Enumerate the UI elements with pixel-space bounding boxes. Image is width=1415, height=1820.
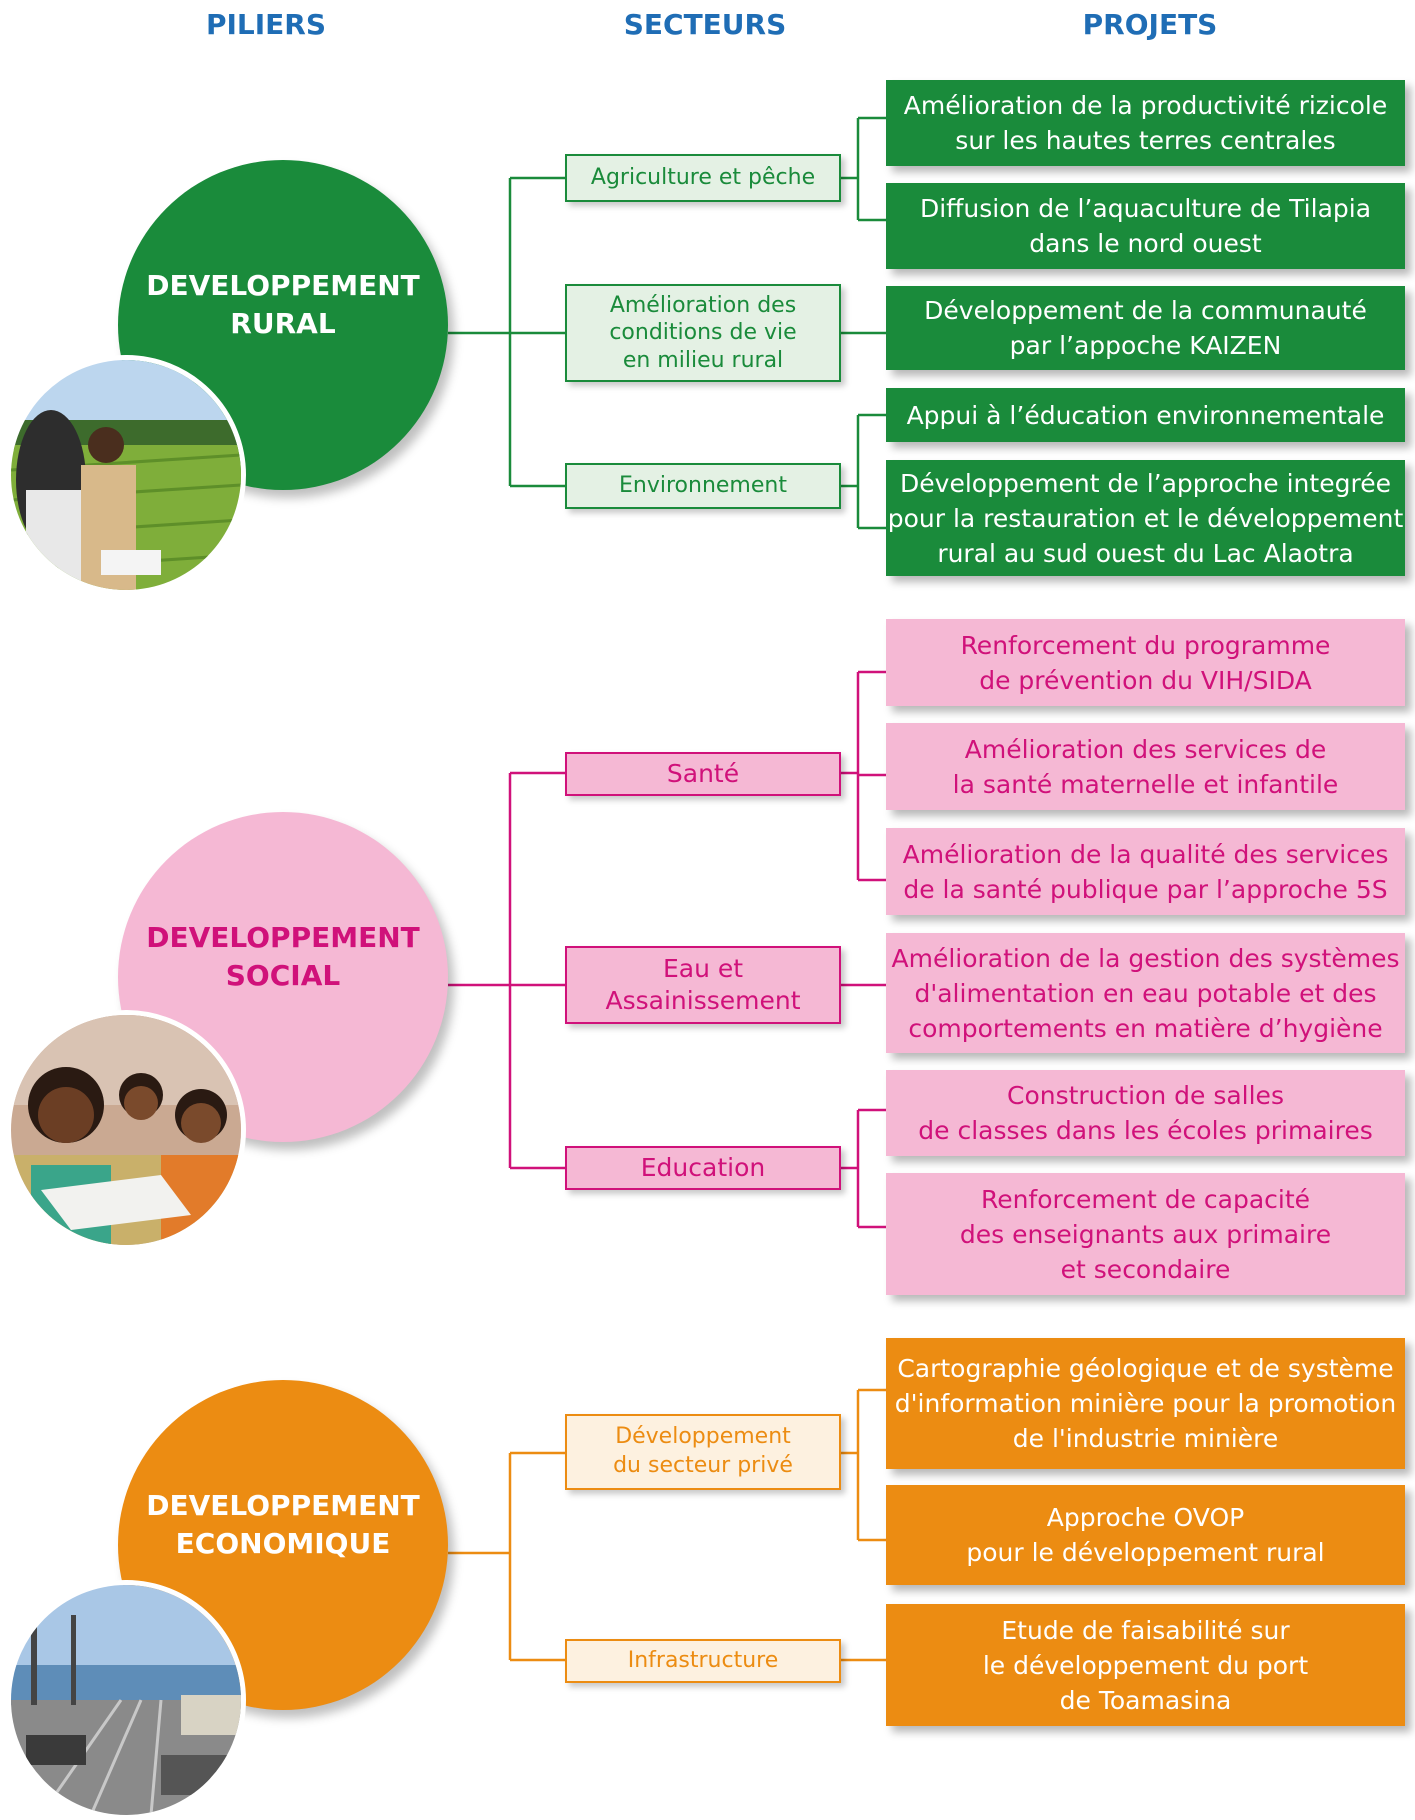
sector-education: Education	[565, 1146, 841, 1190]
social-photo	[6, 1010, 246, 1250]
project-kaizen: Développement de la communauté par l’app…	[886, 286, 1405, 370]
sector-agriculture: Agriculture et pêche	[565, 154, 841, 202]
sector-conditions-vie: Amélioration des conditions de vie en mi…	[565, 284, 841, 382]
sector-sante: Santé	[565, 752, 841, 796]
header-secteurs: SECTEURS	[623, 8, 787, 41]
project-vih: Renforcement du programme de prévention …	[886, 619, 1405, 706]
header-piliers: PILIERS	[205, 8, 327, 41]
project-tilapia: Diffusion de l’aquaculture de Tilapia da…	[886, 183, 1405, 269]
project-alaotra: Développement de l’approche integrée pou…	[886, 460, 1405, 576]
sector-secteur-prive: Développement du secteur privé	[565, 1414, 841, 1490]
project-ovop: Approche OVOP pour le développement rura…	[886, 1485, 1405, 1585]
pillar-social-label: DEVELOPPEMENT SOCIAL	[146, 921, 420, 992]
project-toamasina: Etude de faisabilité sur le développemen…	[886, 1604, 1405, 1726]
project-salles-classes: Construction de salles de classes dans l…	[886, 1070, 1405, 1156]
project-cartographie: Cartographie géologique et de système d'…	[886, 1338, 1405, 1469]
economic-photo	[6, 1580, 246, 1820]
sector-infrastructure: Infrastructure	[565, 1639, 841, 1683]
sector-eau-assainissement: Eau et Assainissement	[565, 946, 841, 1024]
pillar-rural-label: DEVELOPPEMENT RURAL	[146, 269, 420, 340]
project-eau-potable: Amélioration de la gestion des systèmes …	[886, 933, 1405, 1053]
rural-photo	[6, 355, 246, 595]
sector-environnement: Environnement	[565, 463, 841, 509]
project-riz: Amélioration de la productivité rizicole…	[886, 80, 1405, 166]
project-approche-5s: Amélioration de la qualité des services …	[886, 828, 1405, 915]
pillar-economique-label: DEVELOPPEMENT ECONOMIQUE	[146, 1489, 420, 1560]
header-projets: PROJETS	[1082, 8, 1218, 41]
project-education-env: Appui à l’éducation environnementale	[886, 388, 1405, 442]
project-enseignants: Renforcement de capacité des enseignants…	[886, 1173, 1405, 1295]
project-maternelle: Amélioration des services de la santé ma…	[886, 723, 1405, 810]
